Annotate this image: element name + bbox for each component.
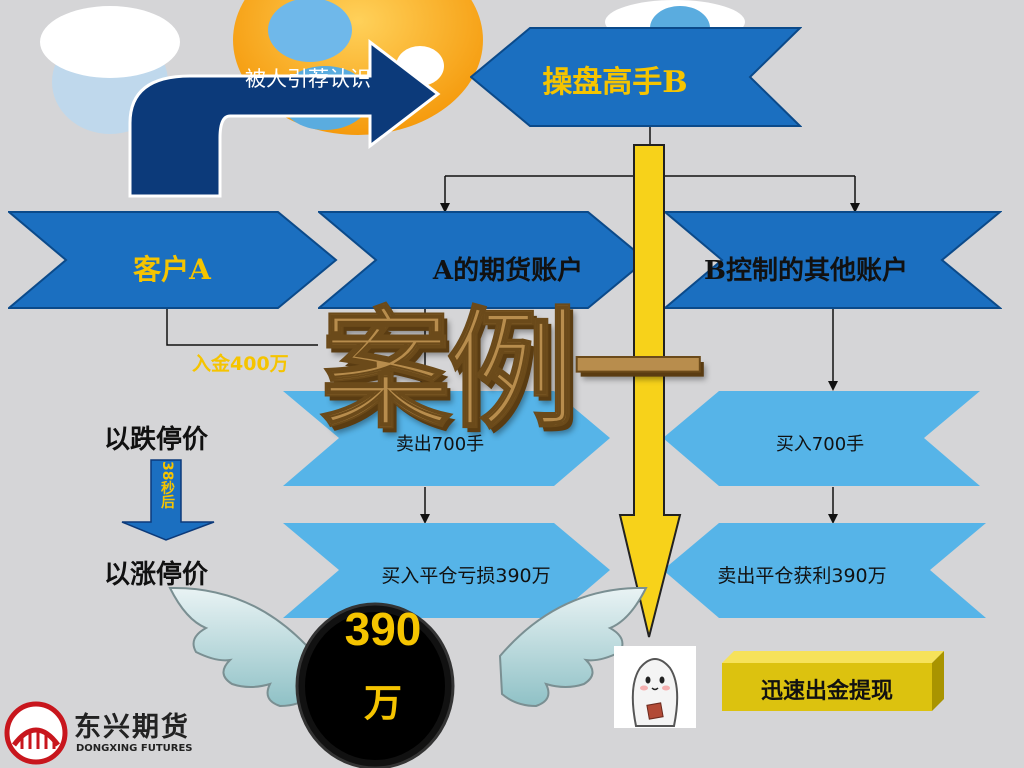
watermark-title: 案例一 — [320, 292, 704, 447]
winged-coin-icon — [168, 586, 648, 768]
referral-label: 被人引荐认识 — [245, 67, 371, 91]
close-loss-chevron — [283, 523, 610, 618]
brand-logo-icon — [4, 701, 68, 765]
other-accounts-chevron — [664, 211, 1002, 309]
close-profit-chevron — [663, 523, 986, 618]
buy-label: 买入700手 — [775, 434, 865, 455]
futures-account-chevron — [318, 211, 648, 309]
brand-logo: 东兴期货 DONGXING FUTURES — [0, 695, 200, 768]
yellow-down-arrow-icon — [618, 144, 682, 638]
withdraw-button[interactable]: 迅速出金提现 — [760, 678, 893, 704]
down-arrow-icon — [121, 459, 215, 541]
client-chevron — [8, 211, 338, 309]
buy-chevron — [663, 391, 980, 486]
client-label: 客户A — [133, 253, 211, 286]
seconds-later-label: 38秒后 — [159, 461, 175, 509]
curved-arrow-icon — [128, 38, 441, 198]
coin-amount: 390 — [344, 603, 422, 655]
futures-account-label: A的期货账户 — [432, 256, 584, 286]
limit-down-label: 以跌停价 — [104, 425, 209, 455]
trader-label: 操盘高手B — [542, 65, 688, 100]
brand-subtitle: DONGXING FUTURES — [76, 743, 193, 754]
close-loss-label: 买入平仓亏损390万 — [381, 565, 551, 587]
close-profit-label: 卖出平仓获利390万 — [717, 565, 887, 587]
other-accounts-label: B控制的其他账户 — [704, 256, 908, 286]
brand-name: 东兴期货 — [74, 712, 190, 743]
deposit-label: 入金400万 — [192, 353, 289, 375]
trader-chevron — [470, 27, 802, 127]
limit-up-label: 以涨停价 — [104, 560, 209, 590]
cartoon-character-icon — [614, 646, 696, 728]
sell-label: 卖出700手 — [395, 434, 485, 455]
sell-chevron — [283, 391, 610, 486]
withdraw-button-shape — [722, 651, 944, 711]
coin-unit: 万 — [363, 680, 402, 725]
